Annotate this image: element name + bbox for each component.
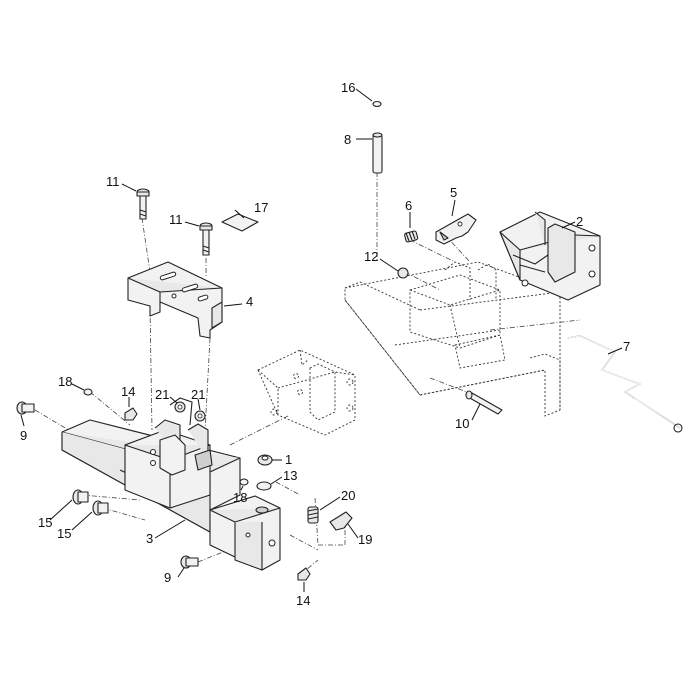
callout-19: 19: [358, 532, 372, 547]
callout-16: 16: [341, 80, 355, 95]
washer-part-18-upper: [83, 388, 93, 396]
left-assembly: [16, 188, 356, 581]
callout-9-upper: 9: [20, 428, 27, 443]
bolt-part-11-lower: [199, 222, 213, 256]
callout-leaders: [20, 88, 623, 592]
callout-5: 5: [450, 185, 457, 200]
spring-part-6: [404, 230, 419, 243]
label-plate-part-17: [221, 213, 259, 232]
callout-2: 2: [576, 214, 583, 229]
callout-15-lower: 15: [57, 526, 71, 541]
ghost-tube-right: [344, 261, 561, 417]
pin-part-8: [372, 132, 383, 174]
bolt-part-10: [465, 390, 503, 415]
callout-9-lower: 9: [164, 570, 171, 585]
callout-1: 1: [285, 452, 292, 467]
clip-part-14-lower: [297, 567, 311, 581]
wire-clip-part-7: [566, 335, 683, 433]
callout-3: 3: [146, 531, 153, 546]
callout-14-upper: 14: [121, 384, 135, 399]
bolt-part-11-upper: [136, 188, 150, 220]
plug-part-15-lower: [92, 500, 109, 516]
callout-4: 4: [246, 294, 253, 309]
callout-8: 8: [344, 132, 351, 147]
nut-part-12: [397, 267, 409, 279]
right-assembly: [344, 100, 683, 433]
latch-part-19: [329, 511, 353, 531]
callout-11-lower: 11: [169, 212, 183, 227]
callout-11-upper: 11: [106, 174, 120, 189]
callout-12: 12: [364, 249, 378, 264]
callout-7: 7: [623, 339, 630, 354]
clip-part-14-upper: [124, 407, 138, 421]
ghost-bracket-left: [257, 349, 356, 436]
callout-18-upper: 18: [58, 374, 72, 389]
callout-20: 20: [341, 488, 355, 503]
ring-part-13: [256, 481, 272, 491]
callout-14-lower: 14: [296, 593, 310, 608]
callout-17: 17: [254, 200, 268, 215]
bracket-part-2: [499, 211, 601, 301]
plug-part-15-upper: [72, 489, 89, 505]
nut-part-1: [257, 454, 273, 466]
callout-6: 6: [405, 198, 412, 213]
callout-10: 10: [455, 416, 469, 431]
screw-part-9-upper: [16, 401, 35, 415]
callout-labels: 16 8 6 5 2 12 7 10 11 11 17 4 18 14 21 2…: [20, 80, 630, 608]
cover-plate-part-4: [127, 261, 223, 339]
screw-part-9-lower: [180, 555, 199, 569]
spring-part-20: [307, 506, 319, 524]
nut-hole-21-left: [177, 404, 183, 410]
latch-plate-part-5: [435, 213, 477, 245]
callout-13: 13: [283, 468, 297, 483]
ghost-hitch-block: [409, 261, 506, 369]
callout-21-right: 21: [191, 387, 205, 402]
hitch-housing: [124, 397, 213, 509]
nut-hole-21-right: [197, 413, 203, 419]
washer-part-18-lower: [239, 478, 249, 486]
ring-part-16: [372, 100, 382, 108]
callout-18-lower: 18: [233, 490, 247, 505]
callout-15-upper: 15: [38, 515, 52, 530]
callout-21-left: 21: [155, 387, 169, 402]
